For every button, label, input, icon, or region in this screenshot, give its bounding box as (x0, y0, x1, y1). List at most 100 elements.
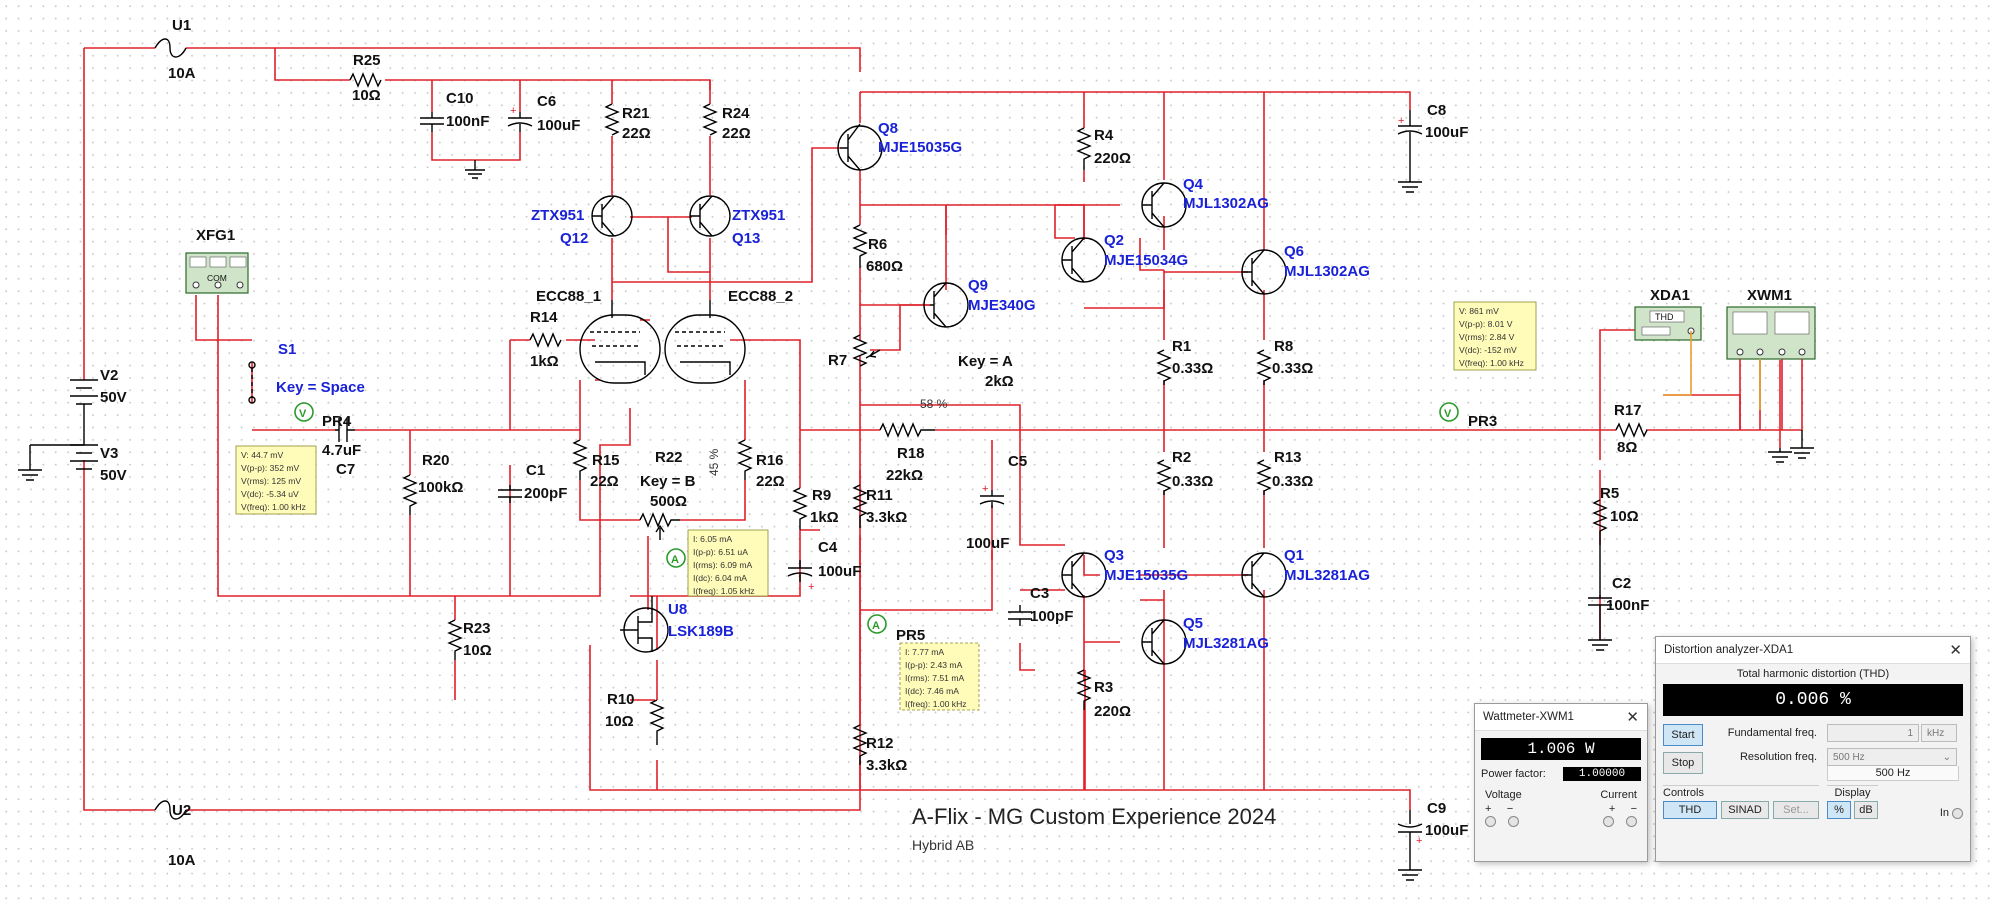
switch-s1[interactable] (248, 361, 256, 404)
probe-pr4-readout: V: 44.7 mV V(p-p): 352 mV V(rms): 125 mV… (235, 445, 317, 515)
label-q8: Q8 (878, 120, 898, 137)
probe-pr5-readout[interactable]: I: 7.77 mA I(p-p): 2.43 mA I(rms): 7.51 … (899, 642, 980, 711)
label-q9-part: MJE340G (968, 297, 1036, 314)
capacitor-c6[interactable]: + (507, 105, 533, 132)
wattmeter-window[interactable]: Wattmeter-XWM1 ✕ 1.006 W Power factor: 1… (1474, 703, 1648, 862)
resistor-r11[interactable] (852, 484, 868, 528)
transistor-q5[interactable] (1141, 619, 1187, 665)
label-r15-val: 22Ω (590, 473, 619, 490)
current-minus-terminal[interactable] (1626, 816, 1637, 827)
resistor-r15[interactable] (572, 439, 588, 480)
resistor-r10[interactable] (649, 699, 665, 745)
svg-text:I(rms): 6.09 mA: I(rms): 6.09 mA (693, 560, 752, 570)
resolution-freq-select[interactable]: 500 Hz ⌄ (1827, 748, 1957, 766)
distortion-analyzer-xda1-icon[interactable] (1634, 306, 1702, 341)
voltage-minus-terminal[interactable] (1508, 816, 1520, 827)
current-plus-terminal[interactable] (1602, 816, 1614, 827)
capacitor-c5[interactable]: + (979, 483, 1005, 508)
tube-ecc88-1[interactable] (579, 300, 661, 384)
resistor-r20[interactable] (402, 474, 418, 515)
transistor-q8[interactable] (837, 123, 883, 171)
transistor-q13[interactable] (689, 195, 731, 237)
label-r14: R14 (530, 309, 558, 326)
resistor-r23[interactable] (447, 619, 463, 660)
resistor-r14[interactable] (529, 332, 562, 348)
fundamental-freq-unit[interactable]: kHz (1921, 724, 1957, 742)
resistor-r3[interactable] (1076, 669, 1092, 710)
svg-text:V(freq): 1.00 kHz: V(freq): 1.00 kHz (1459, 358, 1524, 368)
stop-button[interactable]: Stop (1663, 752, 1703, 774)
svg-text:V(freq): 1.00 kHz: V(freq): 1.00 kHz (241, 502, 306, 512)
resistor-r6[interactable] (852, 224, 868, 268)
thd-button[interactable]: THD (1663, 801, 1717, 819)
start-button[interactable]: Start (1663, 724, 1703, 746)
sinad-button[interactable]: SINAD (1721, 801, 1769, 819)
resistor-r4[interactable] (1076, 127, 1092, 170)
wattmeter-titlebar[interactable]: Wattmeter-XWM1 ✕ (1475, 704, 1647, 731)
resistor-r1[interactable] (1156, 349, 1172, 385)
resistor-r17[interactable] (1615, 422, 1648, 438)
label-xda-thd: THD (1655, 312, 1674, 322)
pot-r7[interactable] (852, 334, 881, 367)
input-terminal[interactable] (1952, 807, 1963, 819)
distortion-title: Distortion analyzer-XDA1 (1664, 644, 1794, 656)
probe-current-u8-marker[interactable]: A (666, 548, 686, 568)
wattmeter-wire (1739, 359, 1803, 431)
resistor-r16[interactable] (737, 439, 753, 480)
tube-ecc88-2[interactable] (664, 300, 746, 384)
set-button[interactable]: Set... (1773, 801, 1819, 819)
battery-v2-symbol[interactable] (30, 379, 98, 446)
capacitor-c3[interactable] (1008, 605, 1032, 626)
resistor-r5[interactable] (1592, 499, 1608, 540)
function-generator-xfg1[interactable] (185, 252, 249, 294)
label-r1-val: 0.33Ω (1172, 360, 1213, 377)
capacitor-c8[interactable]: + (1397, 110, 1423, 193)
transistor-q12[interactable] (591, 195, 633, 237)
close-icon[interactable]: ✕ (1949, 642, 1962, 659)
transistor-q4[interactable] (1141, 182, 1187, 228)
transistor-q2[interactable] (1061, 237, 1107, 283)
wires (83, 47, 1781, 811)
resistor-r21[interactable] (604, 103, 620, 136)
pot-r22[interactable] (639, 512, 680, 540)
battery-v3-symbol[interactable] (70, 444, 98, 470)
label-c5: C5 (1008, 453, 1027, 470)
transistor-q6[interactable] (1241, 249, 1287, 295)
probe-pr3-marker[interactable]: V (1439, 402, 1459, 422)
capacitor-c4[interactable]: + (787, 560, 814, 593)
resistor-r18[interactable] (879, 422, 935, 438)
transistor-q1[interactable] (1241, 552, 1287, 598)
probe-pr5-marker[interactable]: A (867, 614, 887, 634)
capacitor-c1[interactable] (498, 485, 522, 503)
jfet-u8[interactable] (620, 596, 669, 653)
capacitor-c10[interactable] (420, 112, 444, 132)
distortion-analyzer-window[interactable]: Distortion analyzer-XDA1 ✕ Total harmoni… (1655, 636, 1971, 862)
transistor-q9[interactable] (923, 282, 969, 328)
wattmeter-xwm1-icon[interactable] (1726, 306, 1816, 360)
fuse-u1-symbol[interactable] (154, 38, 187, 58)
capacitor-c2[interactable] (1588, 540, 1612, 651)
resistor-r8[interactable] (1256, 349, 1272, 385)
resistor-r13[interactable] (1256, 459, 1272, 495)
fuse-u2-symbol[interactable] (154, 800, 187, 820)
voltage-plus-label: + (1485, 803, 1492, 815)
svg-text:V(dc): -152 mV: V(dc): -152 mV (1459, 345, 1517, 355)
transistor-q3[interactable] (1061, 552, 1107, 598)
voltage-plus-terminal[interactable] (1485, 816, 1496, 827)
resistor-r25[interactable] (349, 72, 382, 88)
capacitor-c9[interactable]: + (1397, 810, 1422, 881)
label-s1-key: Key = Space (276, 379, 365, 396)
percent-button[interactable]: % (1827, 801, 1851, 819)
distortion-titlebar[interactable]: Distortion analyzer-XDA1 ✕ (1656, 637, 1970, 664)
close-icon[interactable]: ✕ (1626, 709, 1639, 726)
fundamental-freq-input[interactable]: 1 (1827, 724, 1919, 742)
label-r21-val: 22Ω (622, 125, 651, 142)
resistor-r2[interactable] (1156, 459, 1172, 495)
resistor-r12[interactable] (852, 724, 868, 765)
resistor-r9[interactable] (792, 487, 808, 530)
capacitor-c7[interactable] (335, 418, 355, 442)
db-button[interactable]: dB (1854, 801, 1878, 819)
resistor-r24[interactable] (702, 103, 718, 136)
probe-pr4-marker[interactable]: V (294, 402, 314, 422)
